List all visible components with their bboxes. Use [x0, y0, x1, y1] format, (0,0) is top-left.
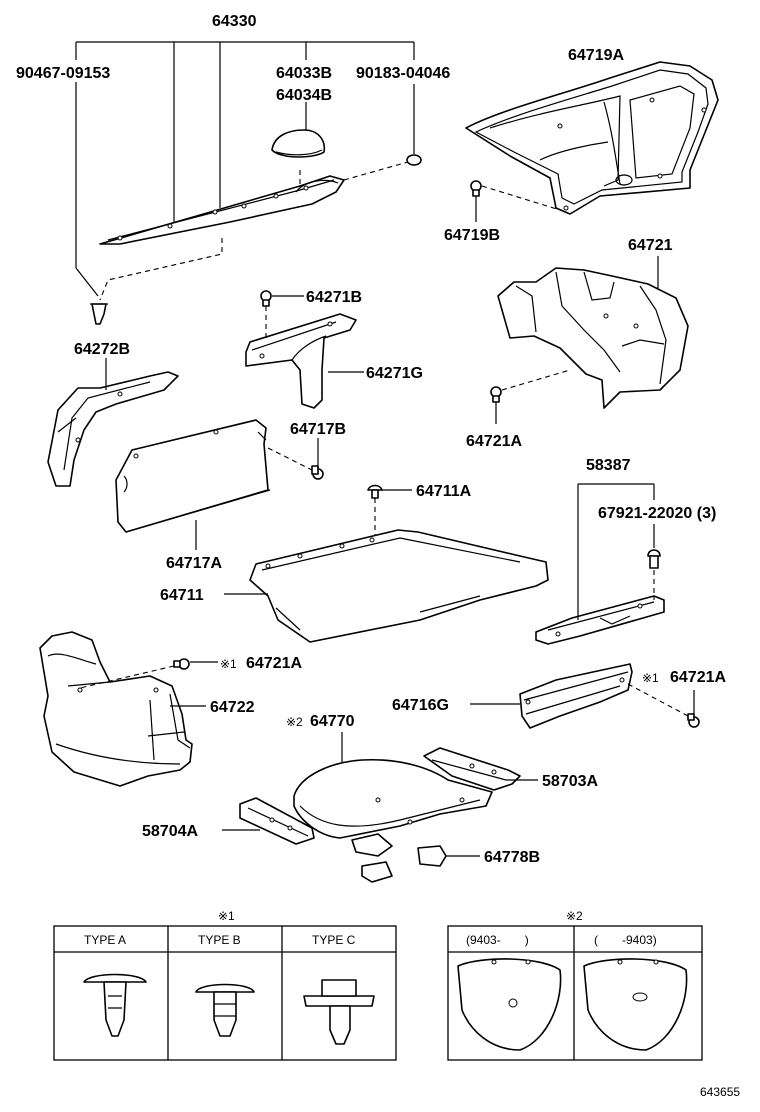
label-64272b: 64272B — [74, 341, 130, 358]
label-64711: 64711 — [160, 587, 204, 604]
clip-64721a-right-part — [687, 713, 700, 728]
mark-1-right: ※1 — [642, 671, 659, 685]
label-64033b: 64033B — [276, 65, 332, 82]
label-64716g: 64716G — [392, 697, 449, 714]
label-67921-22020: 67921-22020 (3) — [598, 505, 716, 522]
label-58704a: 58704A — [142, 823, 198, 840]
trunk-side-trim-64721-part — [497, 267, 689, 409]
tray-64330-part — [99, 175, 345, 245]
label-64721a-top: 64721A — [466, 433, 522, 450]
push-clip-type-c-icon — [303, 979, 375, 1045]
label-64722: 64722 — [210, 699, 255, 716]
trunk-lid-liner-64719a-part — [465, 61, 719, 215]
clip-67921-part — [647, 549, 661, 569]
label-64721a-right: 64721A — [670, 669, 726, 686]
clip-64711a-part — [367, 484, 383, 499]
label-58703a: 58703A — [542, 773, 598, 790]
table2-col-late: ( -9403) — [594, 933, 657, 947]
table1-col-type-c: TYPE C — [312, 933, 356, 947]
table-type-abc — [53, 925, 397, 1061]
clip-64721a-top-part — [490, 386, 502, 403]
leader-64330 — [75, 41, 415, 301]
garnish-64716g-part — [519, 663, 633, 729]
push-clip-type-b-icon — [195, 983, 255, 1037]
dash-64719b — [481, 185, 561, 211]
washer-90183-part — [406, 154, 422, 166]
mark-1-left: ※1 — [220, 657, 237, 671]
label-64719b: 64719B — [444, 227, 500, 244]
clip-64719b-part — [470, 180, 482, 197]
spare-cover-early-icon — [457, 958, 562, 1051]
label-64721: 64721 — [628, 237, 673, 254]
trunk-side-trim-64722-part — [39, 631, 193, 787]
mark-2-table: ※2 — [566, 909, 583, 923]
label-64711a: 64711A — [416, 483, 472, 500]
table2-col-early: (9403- ) — [466, 933, 529, 947]
push-clip-type-a-icon — [83, 973, 147, 1037]
diagram-id: 643655 — [700, 1085, 740, 1099]
pads-64778b-part — [351, 833, 447, 883]
clip-64721a-left-part — [173, 658, 190, 670]
bracket-64272b-part — [47, 371, 179, 487]
table-spare-cover-years — [447, 925, 703, 1061]
sill-plate-58387-part — [535, 595, 665, 645]
mark-1-table: ※1 — [218, 909, 235, 923]
label-64271g: 64271G — [366, 365, 423, 382]
panel-64717a-part — [115, 419, 271, 533]
dash-64717b — [267, 447, 313, 471]
label-64721a-left: 64721A — [246, 655, 302, 672]
label-90183-04046: 90183-04046 — [356, 65, 450, 82]
clip-90467-part — [90, 303, 108, 325]
dash-64721a-left — [79, 665, 175, 689]
label-64717b: 64717B — [290, 421, 346, 438]
label-90467-09153: 90467-09153 — [16, 65, 110, 82]
table1-col-type-b: TYPE B — [198, 933, 241, 947]
label-64271b: 64271B — [306, 289, 362, 306]
label-64770: 64770 — [310, 713, 355, 730]
bracket-64271g-part — [245, 313, 357, 409]
dash-64721a-top — [501, 369, 571, 391]
mark-2-label: ※2 — [286, 715, 303, 729]
label-64719a: 64719A — [568, 47, 624, 64]
trunk-mat-64711-part — [249, 529, 549, 643]
label-64778b: 64778B — [484, 849, 540, 866]
spare-cover-late-icon — [583, 958, 688, 1051]
label-64330: 64330 — [212, 13, 257, 30]
label-64034b: 64034B — [276, 87, 332, 104]
table1-col-type-a: TYPE A — [84, 933, 126, 947]
clip-64271b-part — [260, 290, 272, 307]
flap-58704a-part — [239, 797, 315, 845]
label-58387: 58387 — [586, 457, 631, 474]
dash-64721a-right — [627, 683, 689, 717]
pad-64033b-part — [271, 129, 326, 158]
spare-cover-64770-part — [293, 758, 493, 839]
leader-58387 — [577, 483, 655, 620]
label-64717a: 64717A — [166, 555, 222, 572]
